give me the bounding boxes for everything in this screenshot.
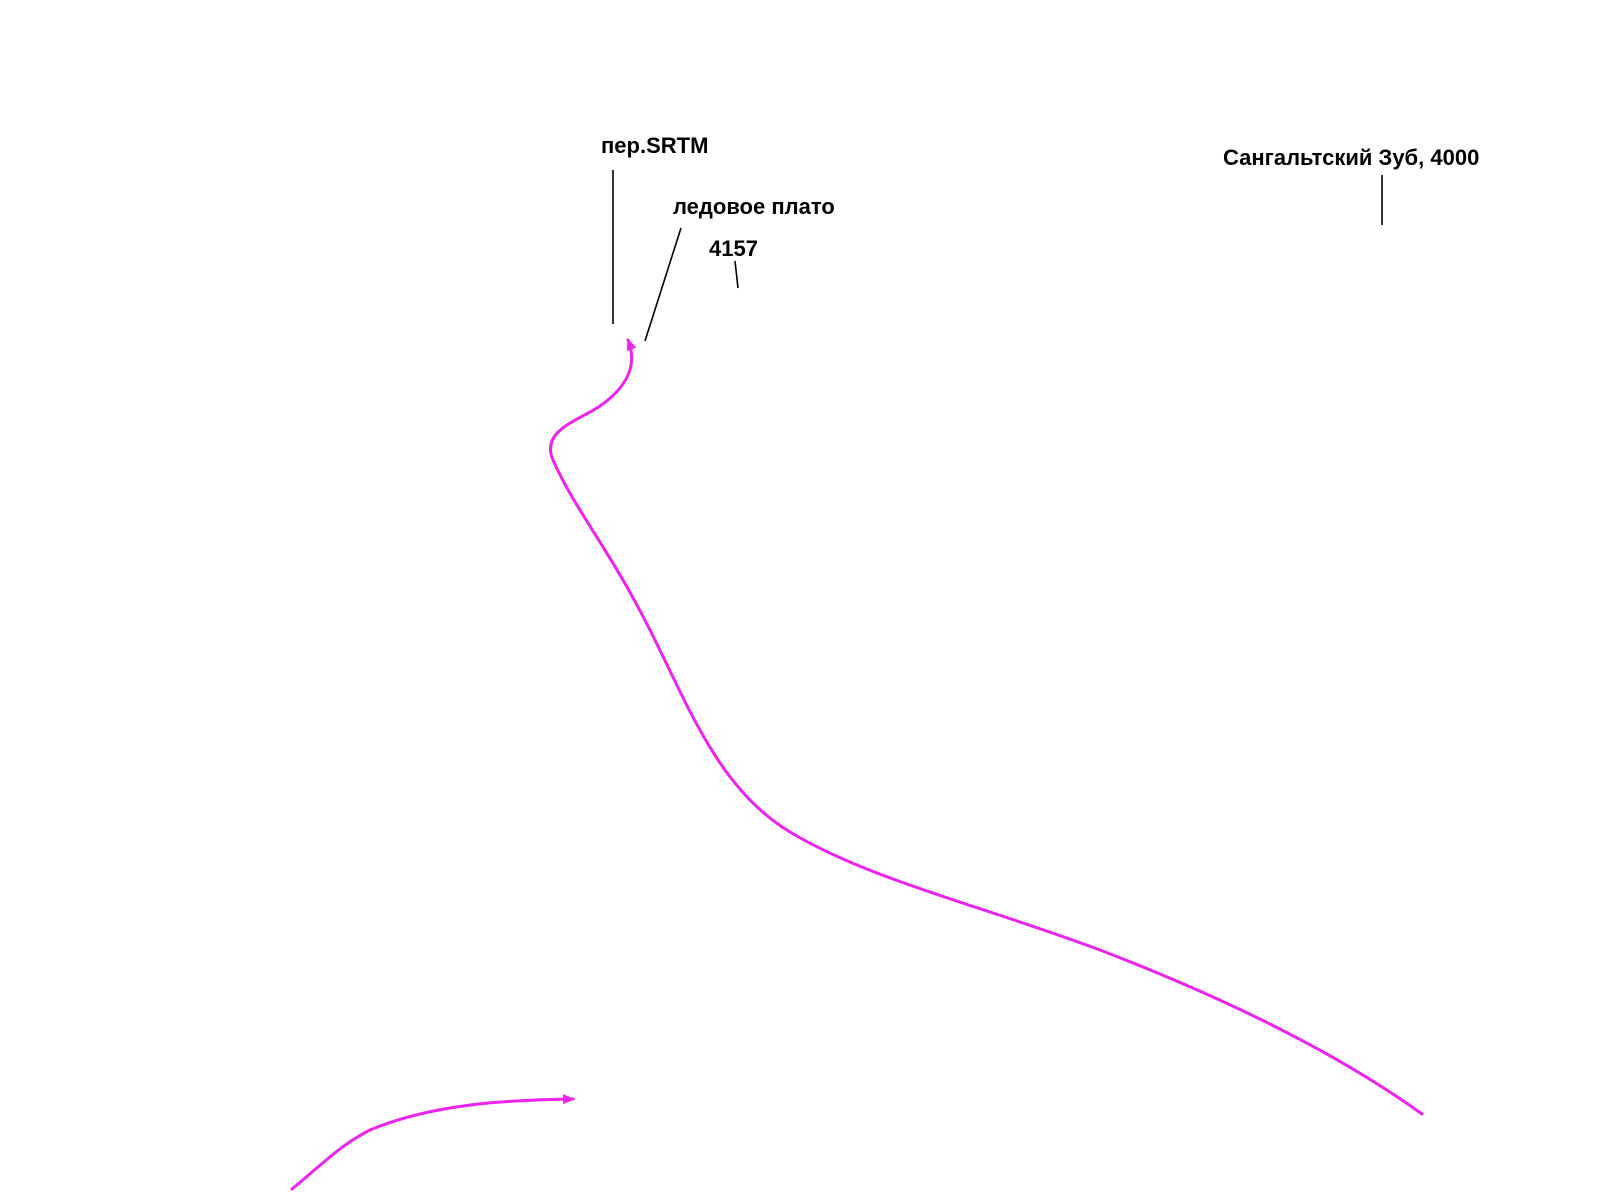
ice-plateau-leader-line (644, 227, 682, 342)
height-point-label: 4157 (709, 236, 758, 261)
main-route-line (549, 338, 1424, 1116)
pass-label: пер.SRTM (601, 133, 708, 158)
height-point-leader-line (734, 260, 739, 289)
approach-route-line (290, 1094, 575, 1191)
ice-plateau-label: ледовое плато (673, 194, 835, 219)
peak-label: Сангальтский Зуб, 4000 (1223, 145, 1479, 170)
